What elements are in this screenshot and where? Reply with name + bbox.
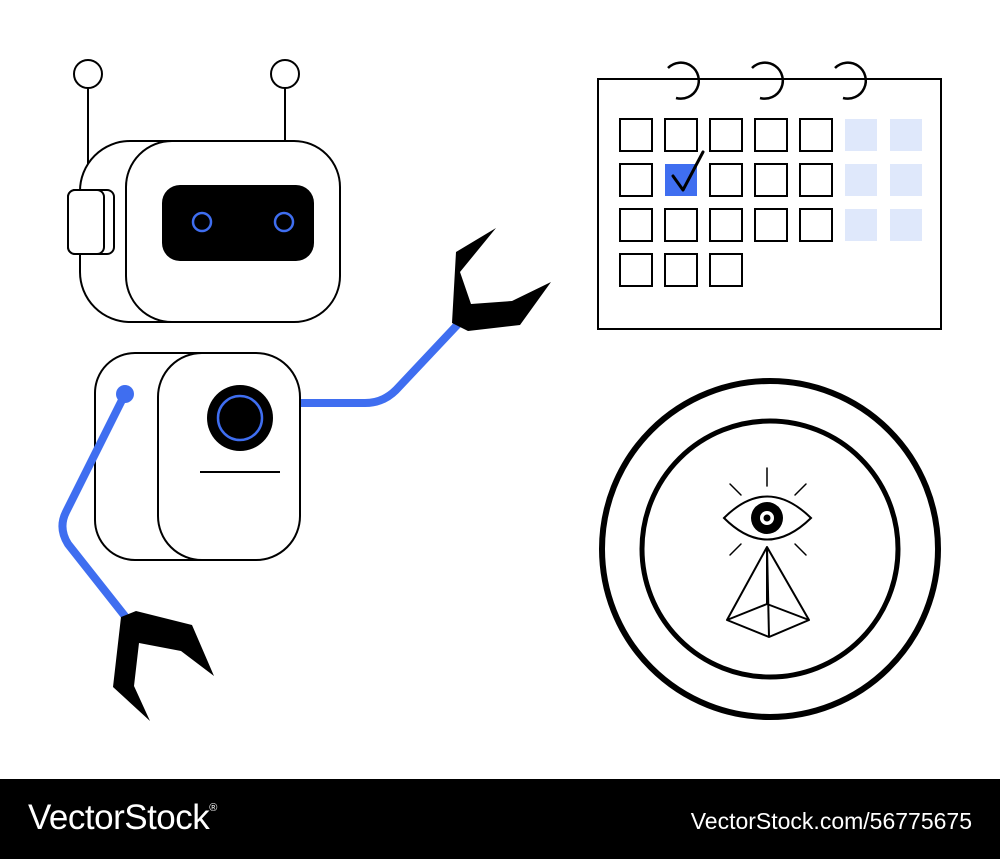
illustration-artwork bbox=[58, 59, 942, 721]
calendar-cell bbox=[709, 253, 743, 287]
pyramid-icon bbox=[726, 546, 810, 638]
calendar-cell bbox=[709, 163, 743, 197]
calendar-cell-weekend bbox=[890, 164, 922, 196]
gripper-claw-icon bbox=[113, 611, 214, 721]
calendar-cell bbox=[619, 208, 653, 242]
calendar-cell bbox=[664, 208, 698, 242]
gripper-claw-icon bbox=[452, 228, 551, 331]
robot-body bbox=[94, 352, 301, 561]
robot-arm-left bbox=[58, 385, 134, 624]
calendar-cell bbox=[619, 118, 653, 152]
robot-eye-right bbox=[273, 211, 295, 233]
calendar-cell bbox=[799, 163, 833, 197]
robot-arm-right bbox=[296, 318, 464, 407]
calendar-cell bbox=[664, 253, 698, 287]
calendar-cell bbox=[619, 253, 653, 287]
calendar-cell-weekend bbox=[845, 164, 877, 196]
calendar-cell bbox=[664, 118, 698, 152]
robot-head bbox=[67, 140, 341, 323]
calendar-cell-weekend bbox=[845, 119, 877, 151]
calendar-cell-weekend bbox=[890, 209, 922, 241]
calendar-grid bbox=[619, 118, 922, 287]
checkmark-icon bbox=[671, 150, 705, 192]
calendar-cell bbox=[754, 163, 788, 197]
calendar-cell bbox=[619, 163, 653, 197]
calendar-cell bbox=[754, 118, 788, 152]
robot-eye-left bbox=[191, 211, 213, 233]
calendar-cell bbox=[799, 208, 833, 242]
calendar-cell bbox=[799, 118, 833, 152]
robot-chest-light bbox=[207, 385, 273, 451]
calendar-cell bbox=[709, 208, 743, 242]
calendar-cell bbox=[709, 118, 743, 152]
calendar-icon bbox=[597, 61, 942, 330]
antenna-right bbox=[270, 59, 300, 142]
watermark-url: VectorStock.com/56775675 bbox=[690, 808, 972, 834]
calendar-cell-weekend bbox=[890, 119, 922, 151]
watermark-brand-mark: ® bbox=[209, 802, 217, 814]
calendar-cell bbox=[754, 208, 788, 242]
target-circle-icon bbox=[599, 378, 941, 720]
calendar-cell-weekend bbox=[845, 209, 877, 241]
calendar-cell-selected bbox=[665, 164, 697, 196]
eye-icon bbox=[722, 467, 813, 556]
robot-visor bbox=[162, 185, 314, 261]
watermark-footer: VectorStock® VectorStock.com/56775675 bbox=[0, 779, 1000, 859]
robot-icon bbox=[58, 59, 551, 721]
calendar-rings bbox=[667, 61, 868, 100]
watermark-brand: VectorStock bbox=[28, 798, 210, 837]
watermark-logo: VectorStock® bbox=[28, 798, 217, 838]
